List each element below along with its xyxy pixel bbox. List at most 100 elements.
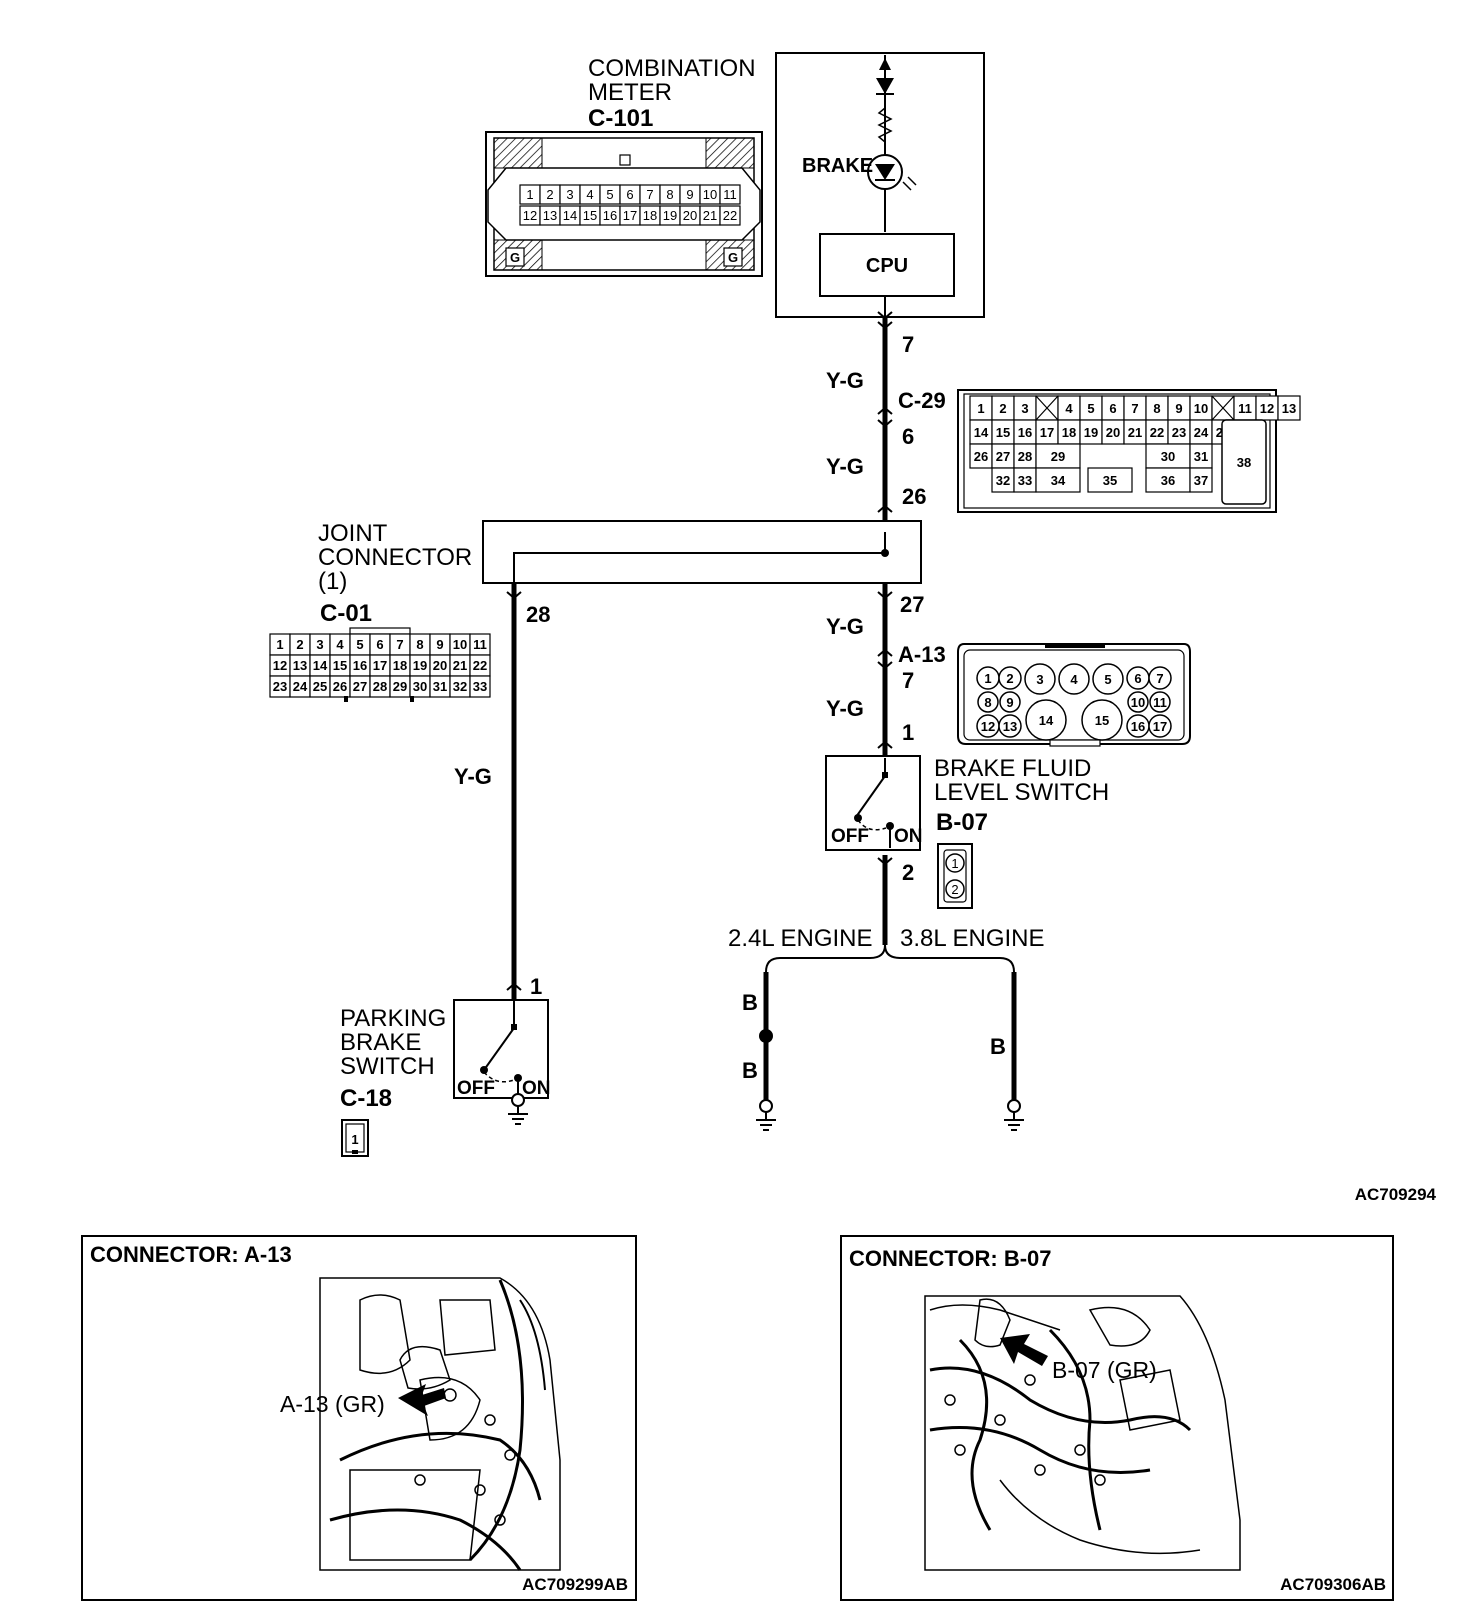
c01-pin-label: 18 [393,658,407,673]
engine-split [759,944,1017,1100]
a13-pin: 7 [902,668,914,693]
c101-pin-label: 19 [663,208,677,223]
joint-title-line1: JOINT [318,520,388,547]
c18-pin-1: 1 [351,1132,358,1147]
pbs-title-line3: SWITCH [340,1053,435,1080]
c01-pin-label: 9 [436,637,443,652]
c29-pin-cell [1277,395,1301,421]
c101-pin-cell [719,205,741,226]
c29-pin-label: 22 [1150,425,1164,440]
c01-pin-label: 4 [336,637,344,652]
c01-pin-cell [469,675,491,698]
c29-pin-label: 14 [974,425,989,440]
a13-code: A-13 [898,642,946,667]
c101-pin-label: 9 [686,187,693,202]
engine-bay-illustration-b07 [924,1295,1241,1571]
wire-color-b2: B [742,1058,758,1083]
a13-pin-circle [1092,663,1124,695]
a13-pin-label: 10 [1131,695,1145,710]
c101-pin-label: 13 [543,208,557,223]
c01-pin-label: 21 [453,658,467,673]
parking-in-pin: 1 [530,974,542,999]
c01-pin-label: 22 [473,658,487,673]
c101-pin-label: 1 [526,187,533,202]
b07-connector-face: 1 2 [937,843,973,909]
a13-pin-circle [1024,663,1056,695]
wire-color-4: Y-G [826,696,864,721]
bfl-off-label: OFF [831,826,869,847]
a13-pin-label: 6 [1134,671,1141,686]
wire-color-b3: B [990,1034,1006,1059]
c29-pin-label: 26 [974,449,988,464]
c101-pin-label: 3 [566,187,573,202]
c29-big-pin [1221,419,1267,505]
a13-pin-circle [999,691,1021,713]
meter-out-pin: 7 [902,332,914,357]
a13-pin-label: 14 [1039,713,1054,728]
c29-pin-label: 4 [1065,401,1073,416]
c01-pin-label: 15 [333,658,347,673]
c29-pin-label: 10 [1194,401,1208,416]
pbs-on-label: ON [522,1078,551,1099]
a13-pin-label: 12 [981,719,995,734]
panel-a13-callout: A-13 (GR) [280,1391,385,1417]
a13-pin-label: 15 [1095,713,1109,728]
wire-color-3: Y-G [826,614,864,639]
c01-pin-label: 31 [433,679,447,694]
c101-pin-label: 6 [626,187,633,202]
c29-pin-label: 2 [999,401,1006,416]
c01-pin-label: 33 [473,679,487,694]
panel-a13-title: CONNECTOR: A-13 [90,1242,292,1267]
c01-pin-label: 7 [396,637,403,652]
c01-pin-label: 27 [353,679,367,694]
c01-pin-label: 25 [313,679,327,694]
c29-pin-label: 9 [1175,401,1182,416]
a13-pin-circle [1127,691,1149,713]
c29-pin-label: 3 [1021,401,1028,416]
panel-a13-code: AC709299AB [522,1575,628,1594]
bfl-title-line2: LEVEL SWITCH [934,779,1109,806]
c101-pin-label: 18 [643,208,657,223]
c29-pin-label: 1 [977,401,984,416]
meter-code: C-101 [588,105,653,132]
main-wire-yg [877,311,893,945]
b07-pin-2: 2 [951,882,958,897]
wire-color-left: Y-G [454,764,492,789]
c29-pin-cell [1035,467,1081,493]
a13-pin-label: 2 [1006,671,1013,686]
joint-title-line3: (1) [318,568,347,595]
bfl-code: B-07 [936,809,988,836]
c29-pin-label: 13 [1282,401,1296,416]
pbs-code: C-18 [340,1085,392,1112]
c01-pin-label: 14 [313,658,328,673]
c29-pin-label: 24 [1194,425,1209,440]
a13-pin-circle [998,666,1022,690]
c29-pin-cell [1087,467,1133,493]
c29-pin-label: 6 [1109,401,1116,416]
a13-pin-label: 4 [1070,672,1078,687]
c29-pin-label: 8 [1153,401,1160,416]
c101-pin-label: 22 [723,208,737,223]
meter-internal-box: BRAKE CPU [775,52,985,318]
combination-meter-label: COMBINATION METER C-101 [588,55,756,132]
panel-a13: CONNECTOR: A-13 A-13 (GR) AC709299AB [81,1235,637,1601]
c01-pin-label: 11 [473,637,487,652]
bfl-in-pin: 1 [902,720,914,745]
c29-pin-label: 36 [1161,473,1175,488]
pbs-title-line2: BRAKE [340,1029,421,1056]
c101-pin-label: 15 [583,208,597,223]
c29-big-pin-label: 38 [1237,455,1251,470]
c01-pin-label: 32 [453,679,467,694]
c101-pin-label: 11 [723,187,737,202]
engine-38-label: 3.8L ENGINE [900,925,1045,952]
c101-pin-label: 12 [523,208,537,223]
a13-pin-circle [1148,714,1172,738]
panel-b07-code: AC709306AB [1280,1575,1386,1594]
c101-pin-label: 21 [703,208,717,223]
ground-symbol-38 [1004,1099,1024,1131]
c29-pin-label: 28 [1018,449,1032,464]
c01-pin-label: 28 [373,679,387,694]
c29-pin-label: 30 [1161,449,1175,464]
